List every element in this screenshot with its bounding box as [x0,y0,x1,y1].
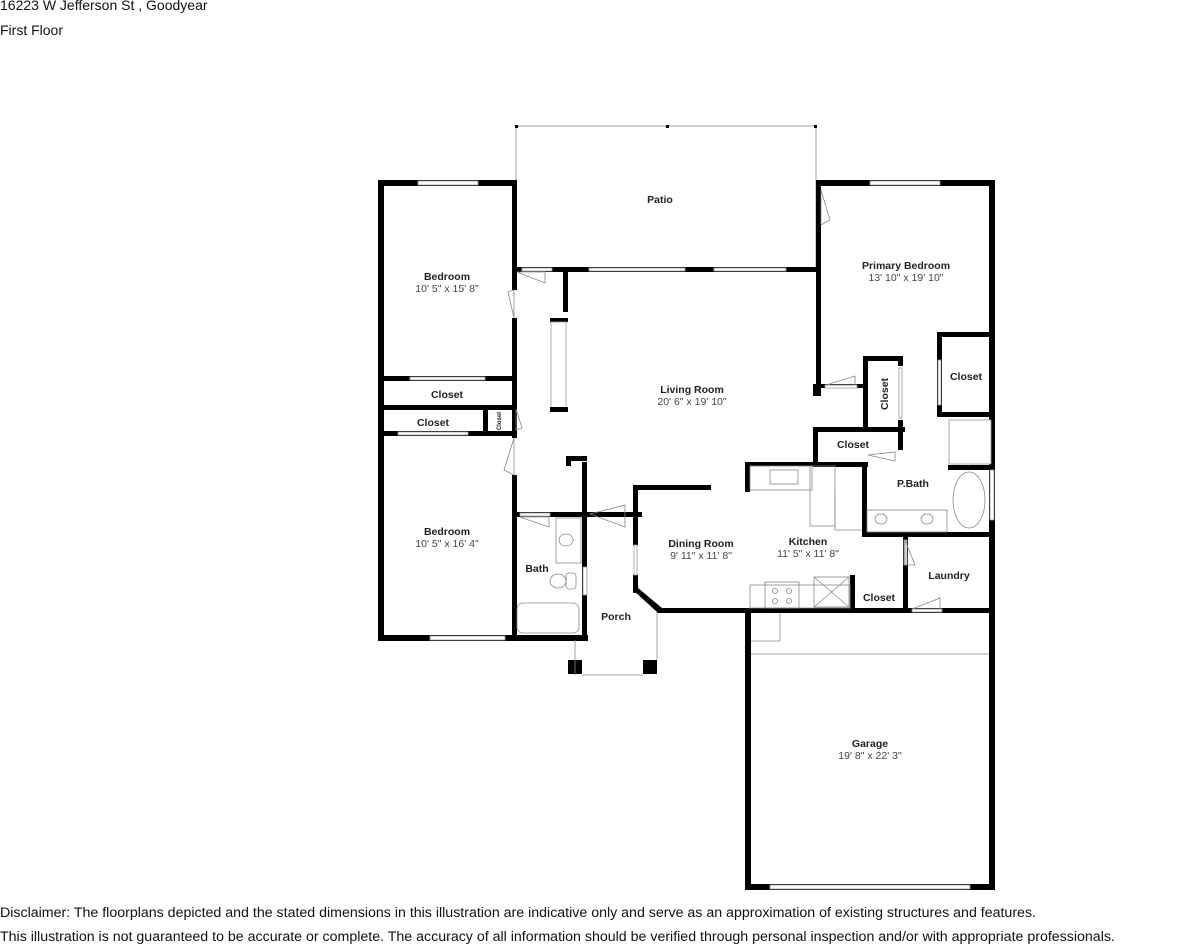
room-bedroom-1: Bedroom [424,271,470,283]
room-primary-bedroom-dims: 13' 10" x 19' 10" [868,272,943,284]
room-garage: Garage [852,738,888,750]
room-bedroom-2-dims: 10' 5" x 16' 4" [415,538,479,550]
doors [503,189,941,610]
room-closet-1: Closet [431,389,464,401]
room-garage-dims: 19' 8" x 22' 3" [838,750,902,762]
room-kitchen: Kitchen [789,536,828,548]
room-closet-primary-right: Closet [950,371,983,383]
room-dining-dims: 9' 11" x 11' 8" [670,550,732,562]
room-closet-small: Closet [497,412,503,430]
fixtures [516,465,986,634]
floor-label: First Floor [0,22,63,38]
room-closet-2: Closet [417,417,450,429]
room-living: Living Room [660,384,724,396]
room-porch: Porch [601,611,631,623]
room-patio: Patio [647,194,673,206]
room-bedroom-1-dims: 10' 5" x 15' 8" [415,283,479,295]
room-labels: Patio Bedroom 10' 5" x 15' 8" Closet Clo… [415,194,982,762]
disclaimer-line-2: This illustration is not guaranteed to b… [0,929,1115,945]
room-laundry: Laundry [928,570,970,582]
room-living-dims: 20' 6" x 19' 10" [657,396,727,408]
room-bedroom-2: Bedroom [424,526,470,538]
walls [378,180,995,890]
room-pbath: P.Bath [897,478,929,490]
room-dining: Dining Room [668,538,733,550]
property-address: 16223 W Jefferson St , Goodyear [0,0,208,13]
room-primary-bedroom: Primary Bedroom [862,260,950,272]
room-kitchen-dims: 11' 5" x 11' 8" [777,548,839,560]
disclaimer-line-1: Disclaimer: The floorplans depicted and … [0,905,1036,921]
room-closet-primary-vertical: Closet [879,377,891,410]
room-closet-primary-low: Closet [837,439,870,451]
room-bath: Bath [525,563,548,575]
room-closet-kitchen: Closet [863,592,896,604]
